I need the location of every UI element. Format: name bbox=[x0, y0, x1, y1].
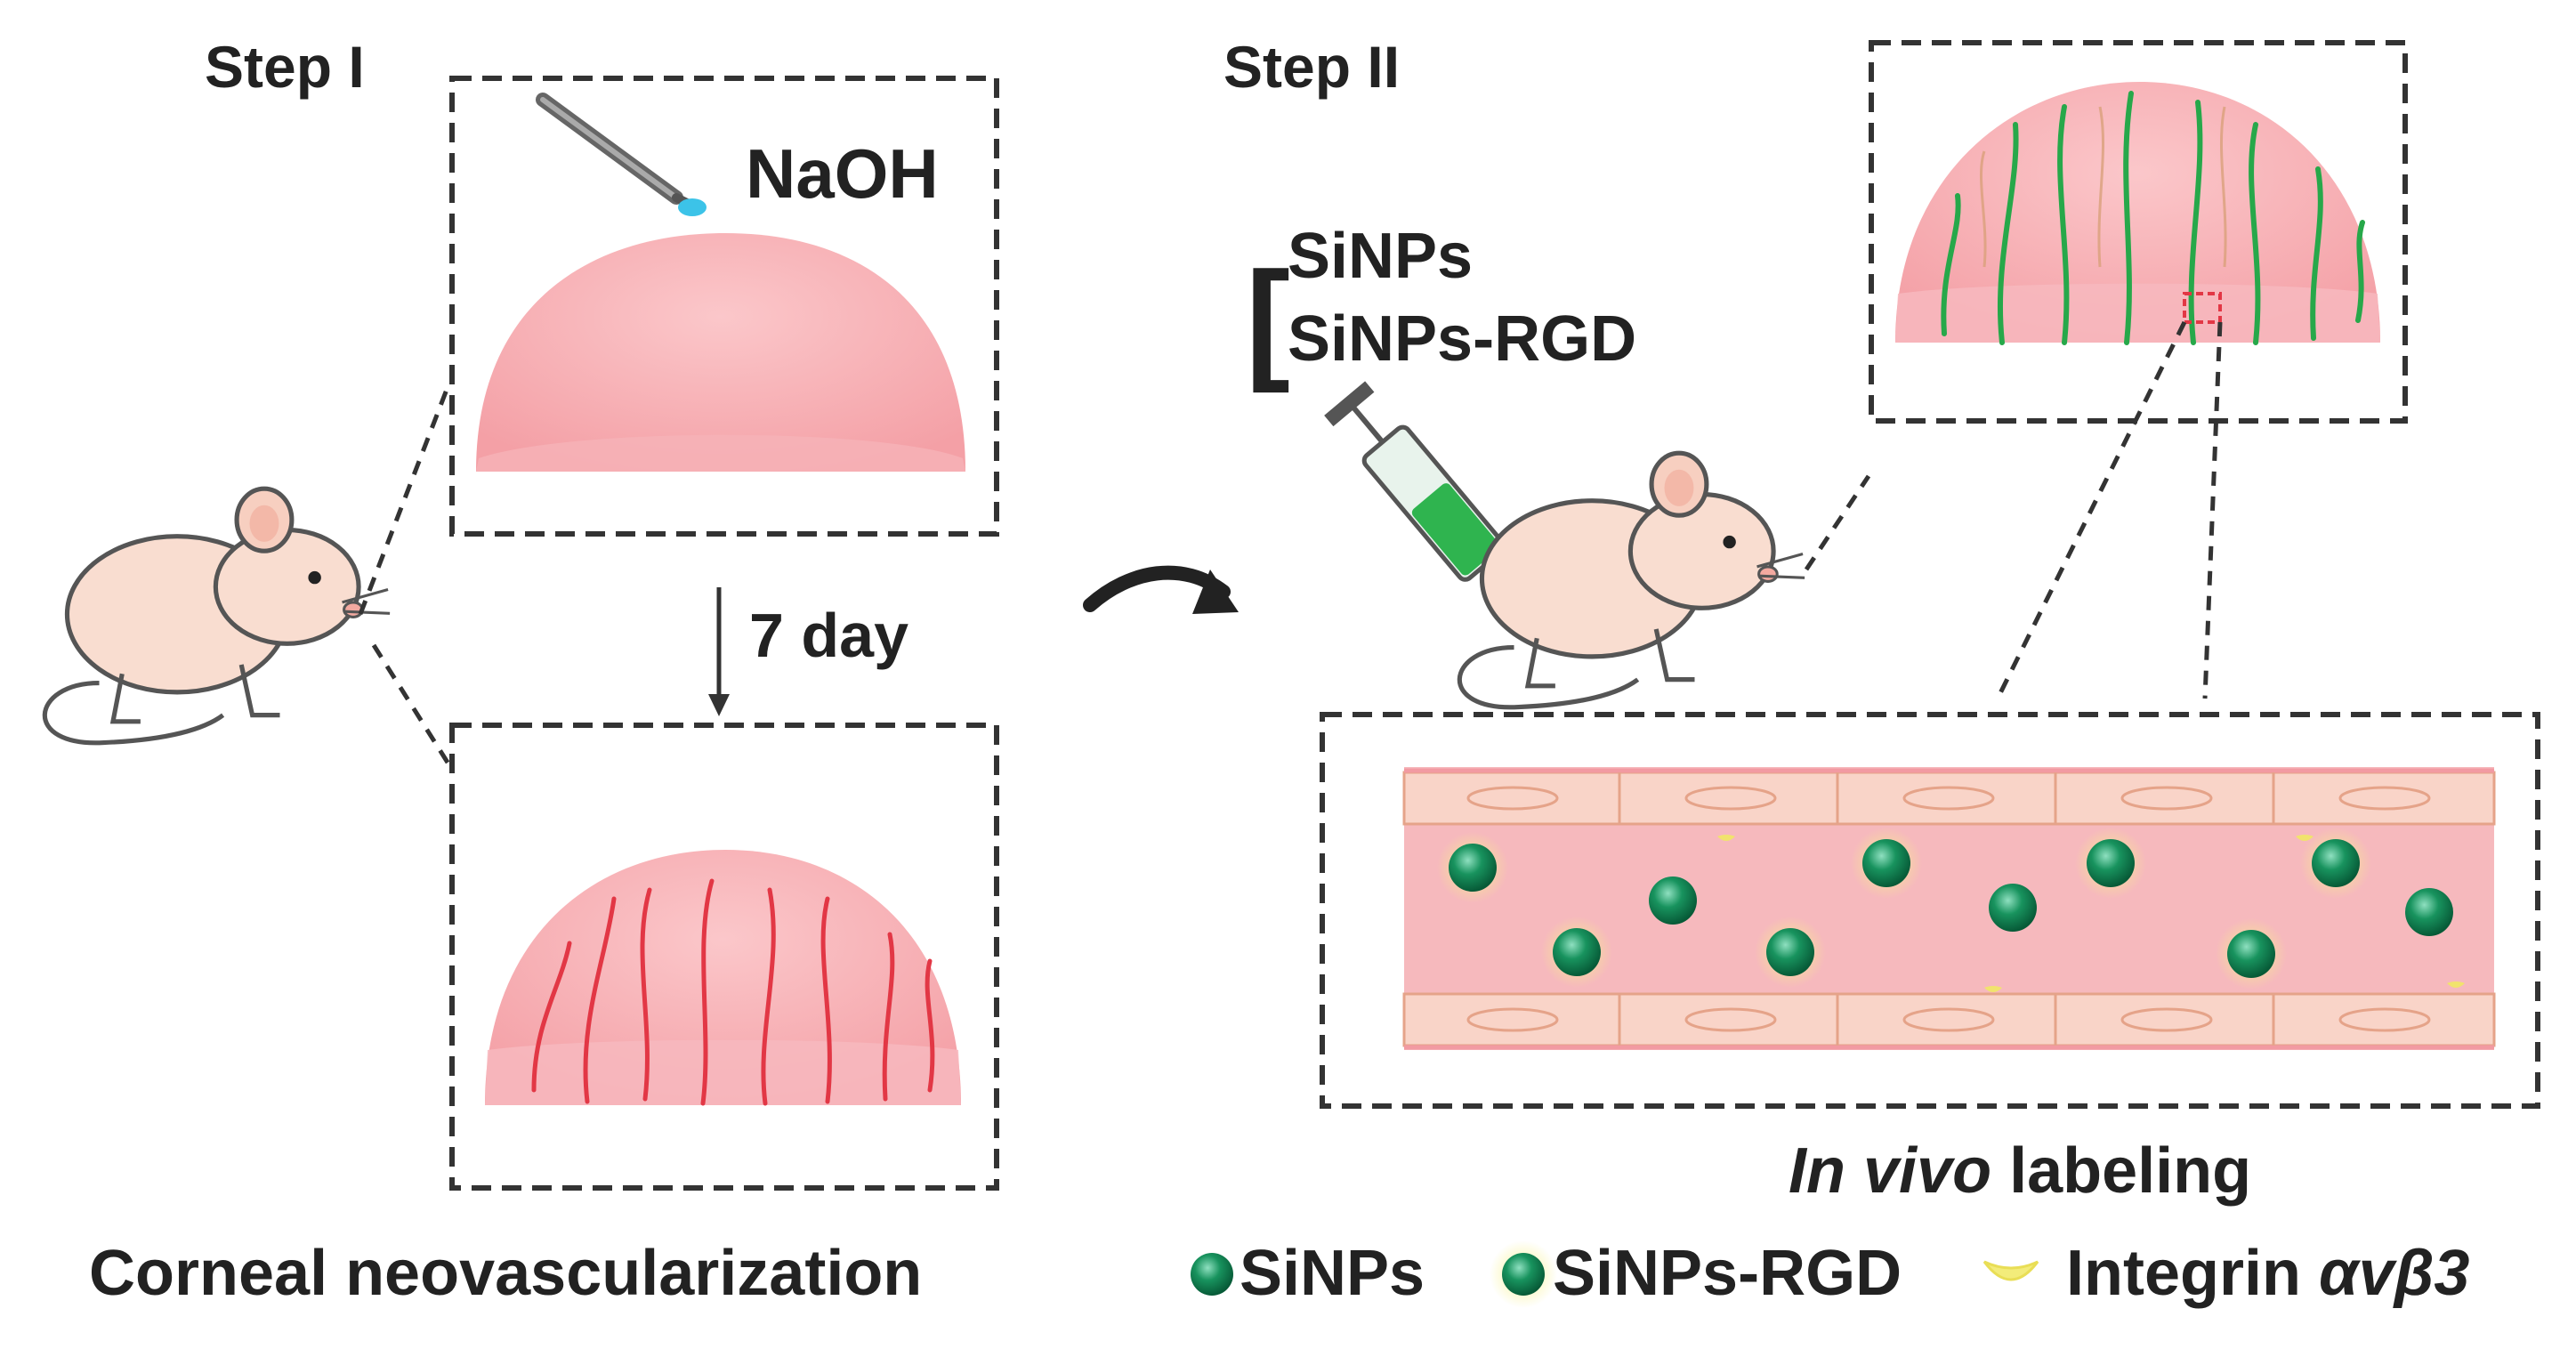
mouse-step-1 bbox=[44, 489, 390, 743]
guide-line-upper bbox=[358, 382, 452, 615]
inset-caption-italic: In vivo bbox=[1789, 1135, 1991, 1207]
legend-sinps-rgd-label: SiNPs-RGD bbox=[1553, 1238, 1902, 1309]
inset-caption: In vivo labeling bbox=[1789, 1135, 2251, 1207]
integrin-word: Integrin bbox=[2066, 1238, 2319, 1309]
cornea-dome-healthy bbox=[476, 233, 965, 472]
nanoparticles-in-vessel bbox=[1437, 828, 2453, 990]
guide-line-lower bbox=[371, 643, 452, 767]
sinps-icon bbox=[1191, 1253, 1233, 1296]
guide-line-step2 bbox=[1804, 474, 1871, 571]
legend-sinps: SiNPs bbox=[1191, 1238, 1425, 1309]
legend-sinps-rgd: SiNPs-RGD bbox=[1490, 1238, 1902, 1309]
step-2-label: Step II bbox=[1223, 34, 1400, 100]
bracket: [ bbox=[1246, 244, 1290, 393]
integrin-icon bbox=[1982, 1260, 2039, 1281]
naoh-droplet bbox=[678, 198, 707, 216]
option-sinps-rgd: SiNPs-RGD bbox=[1288, 303, 1636, 375]
legend-integrin: Integrin αvβ3 bbox=[1982, 1238, 2469, 1309]
legend-title: Corneal neovascularization bbox=[89, 1238, 922, 1309]
inset-guide-right bbox=[2202, 321, 2223, 699]
inset-guide-left bbox=[1995, 320, 2187, 700]
legend-integrin-label: Integrin αvβ3 bbox=[2066, 1238, 2469, 1309]
sinps-rgd-icon bbox=[1502, 1253, 1545, 1296]
inset-caption-rest: labeling bbox=[1991, 1135, 2251, 1207]
blood-vessel bbox=[1402, 767, 2496, 1050]
forceps-icon bbox=[536, 93, 691, 207]
seven-day-label: 7 day bbox=[749, 601, 908, 670]
cornea-dome-vascularized bbox=[485, 850, 961, 1106]
mouse-step-2 bbox=[1459, 453, 1805, 707]
option-sinps: SiNPs bbox=[1288, 221, 1473, 292]
cornea-before-box bbox=[449, 76, 999, 537]
vessel-inset-box bbox=[1320, 712, 2540, 1109]
step-1-label: Step I bbox=[205, 34, 365, 100]
naoh-label: NaOH bbox=[746, 134, 939, 213]
cornea-dome-labeled bbox=[1895, 82, 2380, 345]
integrin-greek: αvβ3 bbox=[2319, 1238, 2469, 1309]
cornea-after-box bbox=[449, 723, 999, 1191]
cornea-labeled-box bbox=[1869, 40, 2408, 424]
legend-sinps-label: SiNPs bbox=[1240, 1238, 1425, 1309]
